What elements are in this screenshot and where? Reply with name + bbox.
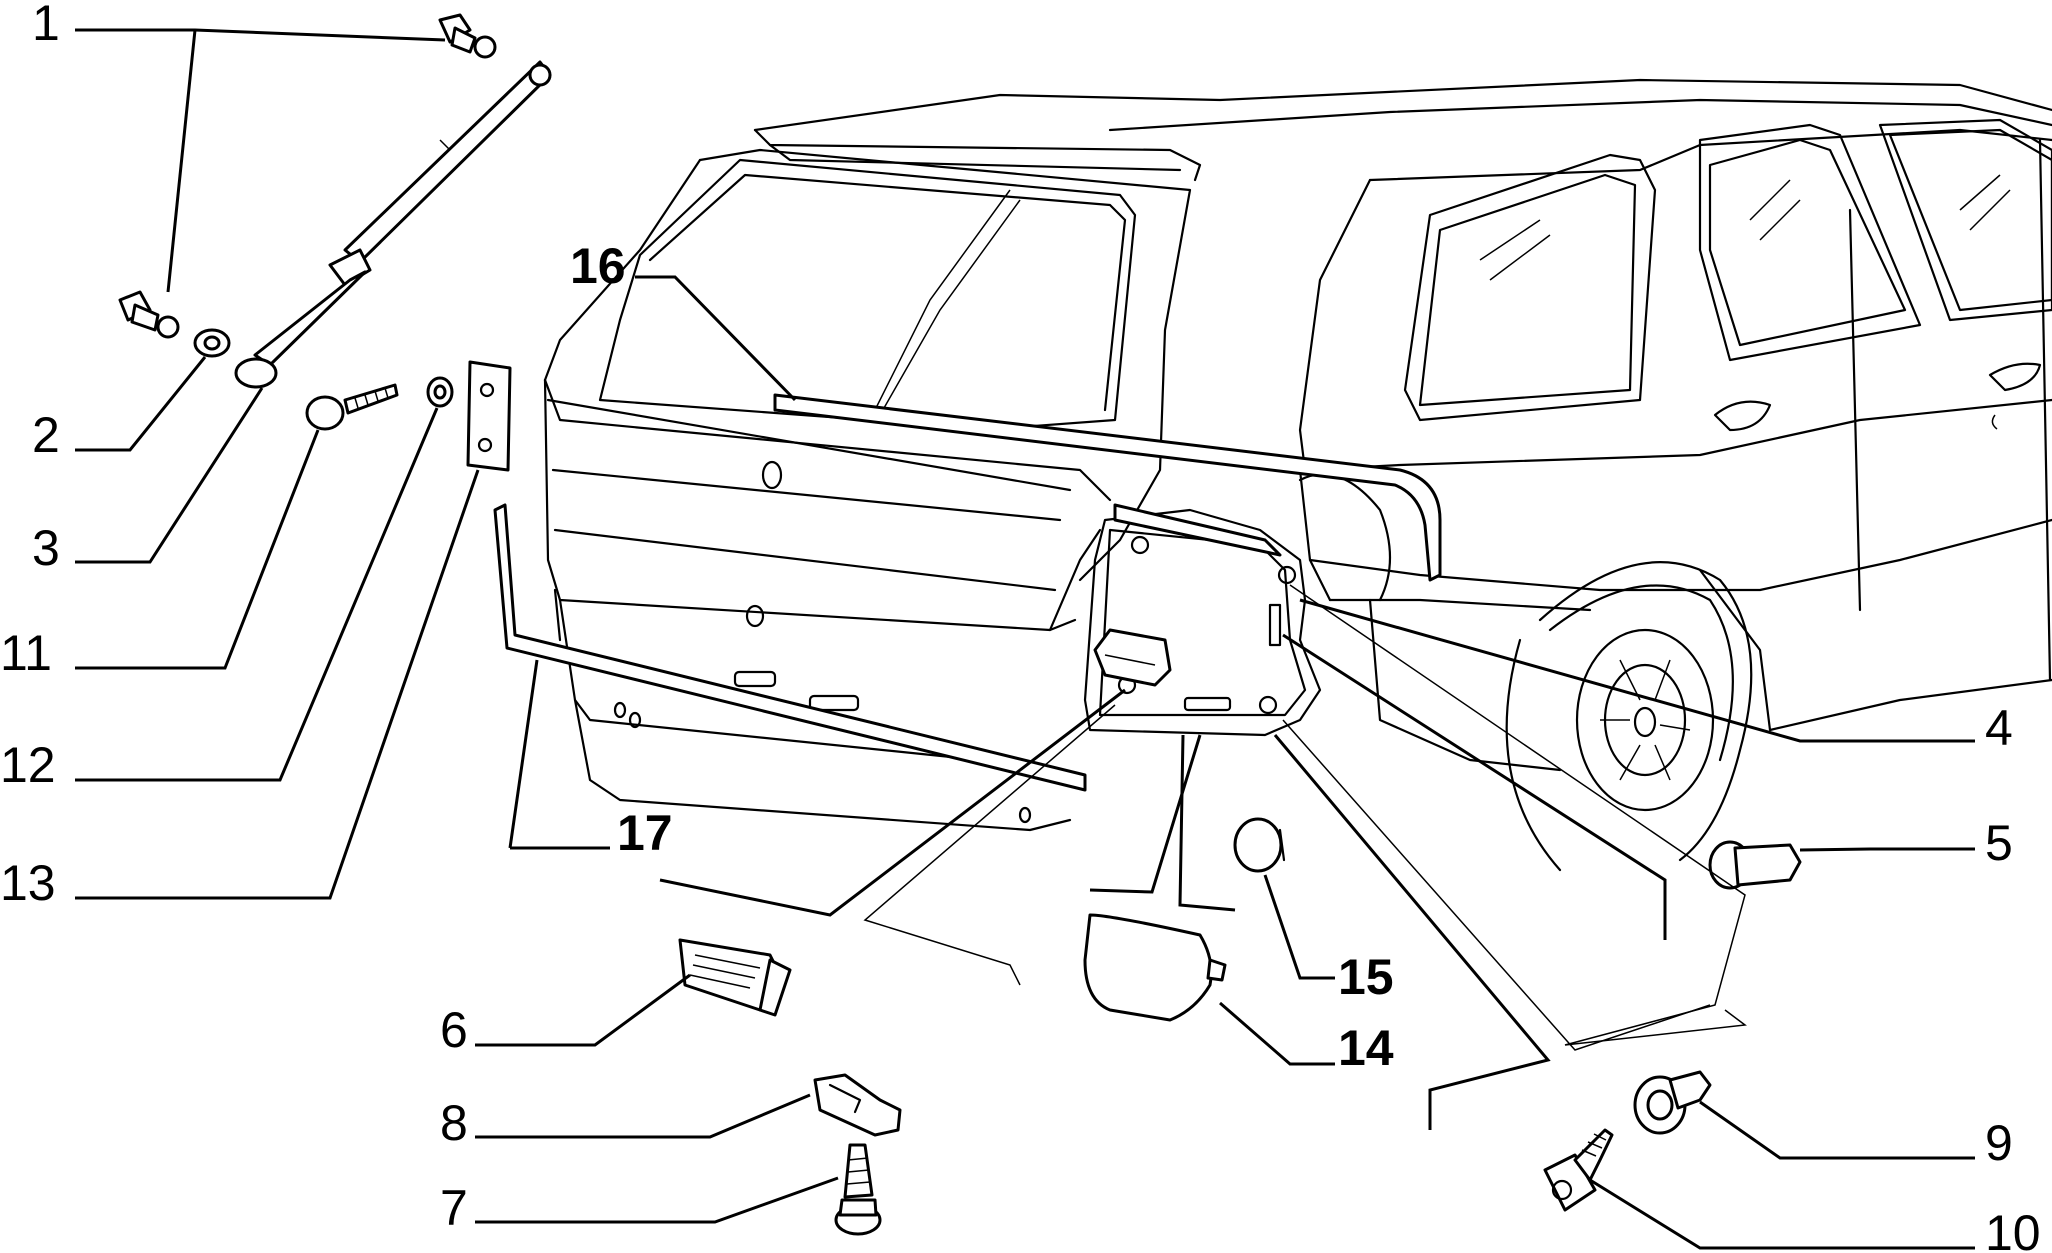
callout-3: 3 [32,520,60,576]
callout-7: 7 [440,1180,468,1236]
callout-12: 12 [0,737,56,793]
part-9-push-clip [1633,1070,1712,1135]
part-5-push-clip [1708,840,1802,890]
callout-15: 15 [1338,949,1394,1005]
part-7-screw [834,1143,882,1236]
callout-5: 5 [1985,815,2013,871]
callout-16: 16 [570,238,626,294]
part-2-washer [193,328,231,358]
guide-lines [863,584,1747,1051]
part-1-ball-studs [118,13,497,339]
rear-panel-drawing [1083,503,1322,737]
part-11-screw [305,383,399,431]
callout-2: 2 [32,407,60,463]
callout-11: 11 [0,625,52,681]
part-16-seal-strip [773,393,1442,582]
part-13-plate [466,360,512,472]
car-body-drawing [543,78,2052,872]
callout-6: 6 [440,1002,468,1058]
leader-lines [75,28,1975,1250]
callout-4: 4 [1985,700,2013,756]
part-6-lamp-unit [678,938,792,1017]
callout-14: 14 [1338,1020,1394,1076]
part-10-screw [1543,1128,1614,1212]
callout-10: 10 [1985,1205,2041,1253]
part-15-cap [1233,817,1286,873]
callout-8: 8 [440,1095,468,1151]
part-14-light-housing [1083,913,1227,1022]
callout-17: 17 [617,805,673,861]
callout-9: 9 [1985,1115,2013,1171]
part-8-clip [813,1073,902,1137]
part-12-washer [426,376,454,408]
callout-1: 1 [32,0,60,51]
callout-13: 13 [0,855,56,911]
part-3-gas-strut [234,60,552,389]
part-17-seal-strip [493,503,1087,792]
